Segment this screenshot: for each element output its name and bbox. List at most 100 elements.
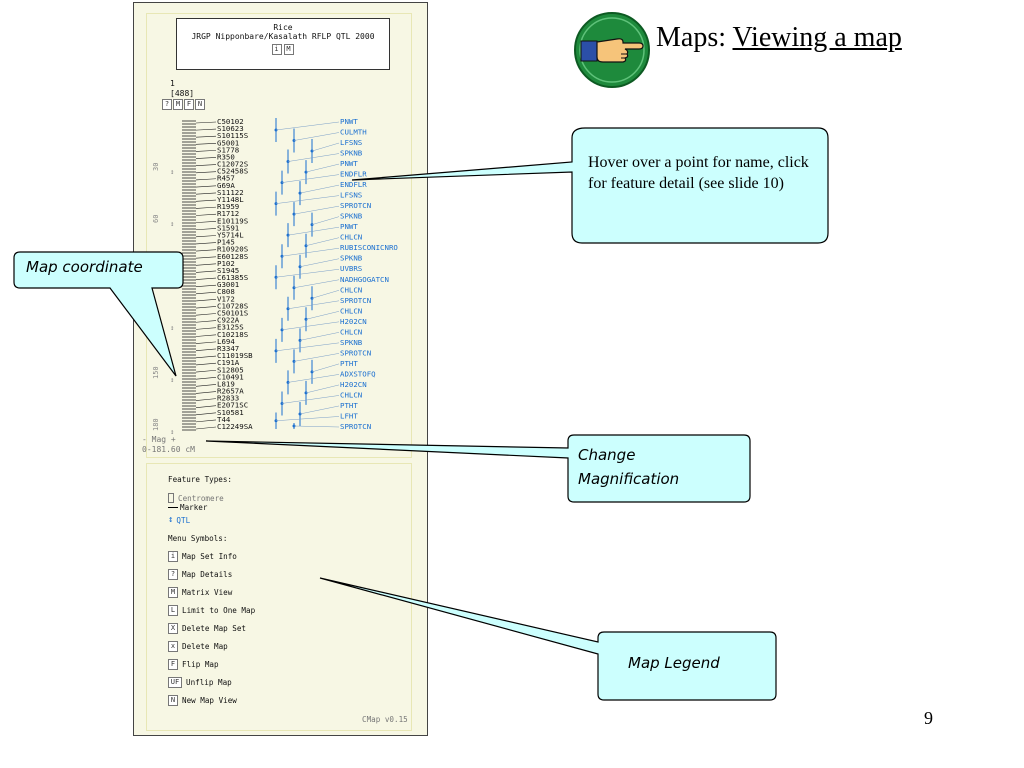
marker-line[interactable]: [195, 391, 217, 394]
marker-label[interactable]: C10728S: [217, 301, 248, 310]
marker-line[interactable]: [195, 426, 217, 430]
qtl-label[interactable]: CHLCN: [340, 327, 362, 336]
scale-arrow-icon[interactable]: ↕: [170, 428, 174, 436]
marker-label[interactable]: E60128S: [217, 252, 248, 261]
magnification-control[interactable]: - Mag +: [142, 435, 176, 444]
marker-label[interactable]: R10920S: [217, 245, 248, 254]
marker-line[interactable]: [195, 362, 217, 366]
marker-label[interactable]: R2833: [217, 394, 239, 403]
marker-line[interactable]: [195, 384, 217, 387]
scale-arrow-icon[interactable]: ↕: [170, 324, 174, 332]
qtl-label[interactable]: SPROTCN: [340, 422, 371, 431]
new-map-view-button[interactable]: N: [195, 99, 205, 110]
qtl-label[interactable]: SPKNB: [340, 212, 363, 221]
marker-label[interactable]: P102: [217, 259, 235, 268]
marker-line[interactable]: [195, 235, 217, 238]
qtl-label[interactable]: SPROTCN: [340, 201, 371, 210]
marker-line[interactable]: [195, 164, 217, 166]
qtl-label[interactable]: SPROTCN: [340, 348, 371, 357]
marker-label[interactable]: S10115S: [217, 131, 248, 140]
marker-line[interactable]: [195, 192, 217, 195]
qtl-label[interactable]: LFHT: [340, 411, 358, 420]
marker-label[interactable]: S1945: [217, 266, 239, 275]
marker-line[interactable]: [195, 306, 217, 309]
marker-line[interactable]: [195, 249, 217, 252]
qtl-label[interactable]: PTHT: [340, 401, 358, 410]
qtl-label[interactable]: LFSNS: [340, 191, 362, 200]
marker-line[interactable]: [195, 213, 217, 216]
marker-line[interactable]: [195, 150, 217, 152]
qtl-point[interactable]: [280, 254, 284, 258]
marker-line[interactable]: [195, 377, 217, 380]
qtl-label[interactable]: H202CN: [340, 317, 367, 326]
marker-line[interactable]: [195, 263, 217, 266]
marker-label[interactable]: S1778: [217, 145, 239, 154]
marker-label[interactable]: T44: [217, 415, 231, 424]
marker-label[interactable]: C50101S: [217, 309, 248, 318]
marker-line[interactable]: [195, 221, 217, 223]
qtl-label[interactable]: PNWT: [340, 159, 358, 168]
marker-line[interactable]: [195, 199, 217, 202]
marker-line[interactable]: [195, 121, 217, 124]
marker-label[interactable]: C52458S: [217, 167, 248, 176]
marker-label[interactable]: P145: [217, 238, 235, 247]
marker-line[interactable]: [195, 178, 217, 181]
marker-label[interactable]: S10623: [217, 124, 244, 133]
map-set-info-button[interactable]: i: [271, 44, 282, 55]
qtl-label[interactable]: CHLCN: [340, 306, 362, 315]
marker-label[interactable]: C12249SA: [217, 422, 253, 431]
marker-label[interactable]: R2657A: [217, 387, 244, 396]
marker-line[interactable]: [195, 341, 217, 344]
marker-line[interactable]: [195, 348, 217, 352]
marker-label[interactable]: R457: [217, 174, 235, 183]
marker-line[interactable]: [195, 185, 217, 188]
marker-label[interactable]: G5001: [217, 138, 239, 147]
scale-arrow-icon[interactable]: ↕: [170, 376, 174, 384]
scale-arrow-icon[interactable]: ↕: [170, 272, 174, 280]
marker-label[interactable]: G69A: [217, 181, 235, 190]
marker-label[interactable]: C11019SB: [217, 351, 253, 360]
qtl-label[interactable]: CHLCN: [340, 233, 362, 242]
marker-line[interactable]: [195, 320, 217, 323]
qtl-label[interactable]: SPKNB: [340, 254, 363, 263]
matrix-view-button[interactable]: M: [283, 44, 294, 55]
qtl-label[interactable]: UVBRS: [340, 264, 362, 273]
qtl-label[interactable]: RUBISCONICNRO: [340, 243, 398, 252]
marker-label[interactable]: S11122: [217, 188, 244, 197]
marker-line[interactable]: [195, 355, 217, 359]
qtl-label[interactable]: SPROTCN: [340, 296, 371, 305]
marker-label[interactable]: V172: [217, 294, 235, 303]
marker-label[interactable]: E10119S: [217, 216, 248, 225]
scale-arrow-icon[interactable]: ↕: [170, 168, 174, 176]
qtl-label[interactable]: PTHT: [340, 359, 358, 368]
qtl-label[interactable]: H202CN: [340, 380, 367, 389]
marker-label[interactable]: C50102: [217, 117, 244, 126]
marker-label[interactable]: C808: [217, 287, 235, 296]
qtl-label[interactable]: CHLCN: [340, 285, 362, 294]
marker-label[interactable]: L819: [217, 379, 235, 388]
qtl-label[interactable]: ENDFLR: [340, 170, 367, 179]
marker-line[interactable]: [195, 277, 217, 280]
marker-label[interactable]: L694: [217, 337, 235, 346]
map-details-button[interactable]: ?: [162, 99, 172, 110]
marker-line[interactable]: [195, 412, 217, 416]
marker-label[interactable]: C10491: [217, 372, 244, 381]
marker-label[interactable]: E3125S: [217, 323, 244, 332]
marker-line[interactable]: [195, 405, 217, 408]
flip-map-button[interactable]: F: [184, 99, 194, 110]
qtl-label[interactable]: ENDFLR: [340, 180, 367, 189]
marker-label[interactable]: C922A: [217, 316, 240, 325]
marker-line[interactable]: [195, 142, 217, 145]
marker-label[interactable]: C10218S: [217, 330, 248, 339]
qtl-label[interactable]: PNWT: [340, 222, 358, 231]
marker-line[interactable]: [195, 135, 217, 138]
marker-line[interactable]: [195, 327, 217, 330]
matrix-button[interactable]: M: [173, 99, 183, 110]
marker-line[interactable]: [195, 398, 217, 401]
marker-line[interactable]: [195, 157, 217, 159]
marker-line[interactable]: [195, 369, 217, 373]
qtl-label[interactable]: LFSNS: [340, 138, 362, 147]
marker-label[interactable]: R1712: [217, 209, 239, 218]
qtl-label[interactable]: SPKNB: [340, 338, 363, 347]
qtl-label[interactable]: SPKNB: [340, 149, 363, 158]
